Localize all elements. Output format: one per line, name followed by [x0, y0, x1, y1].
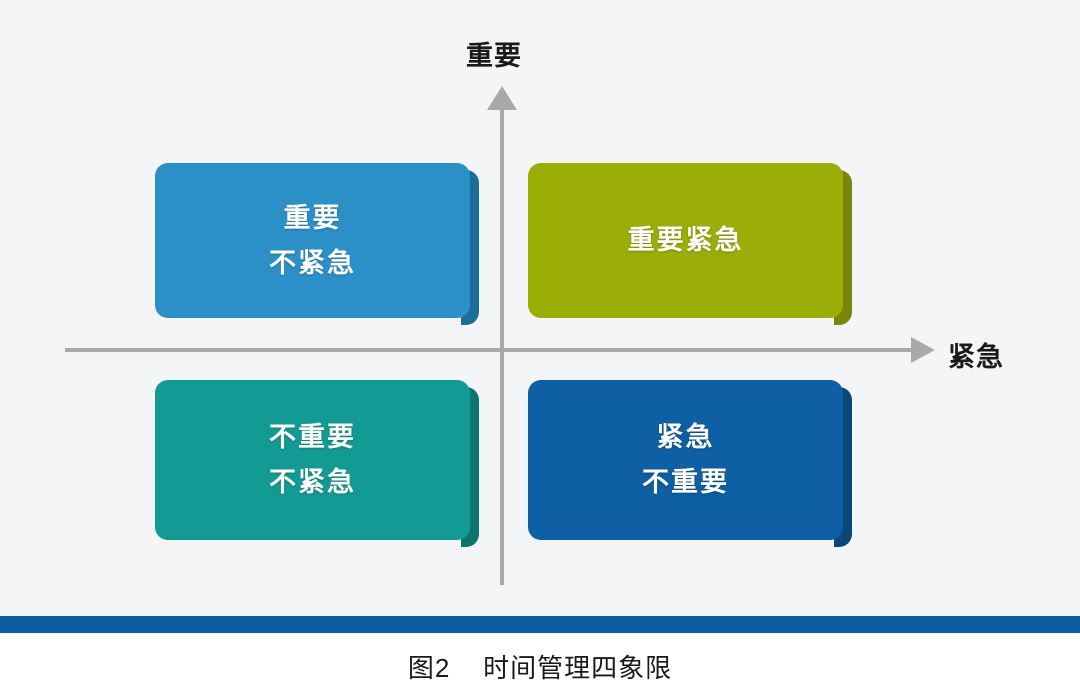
vertical-axis-line [500, 103, 504, 585]
quadrant-label-line-2: 不紧急 [269, 247, 356, 278]
diagram-canvas: 重要 紧急 重要 不紧急 重要紧急 不重要 不紧急 紧急 不重要 [65, 41, 1004, 585]
axis-label-horizontal: 紧急 [948, 342, 1004, 372]
quadrant-important-not-urgent[interactable]: 重要 不紧急 [155, 163, 479, 325]
quadrant-label-line-1: 重要 [283, 202, 342, 233]
quadrant-important-urgent[interactable]: 重要紧急 [528, 163, 852, 325]
quadrant-face: 重要 不紧急 [155, 163, 470, 318]
quadrant-face: 紧急 不重要 [528, 380, 843, 540]
figure-caption-area: 图2 时间管理四象限 [0, 633, 1080, 699]
quadrant-not-important-not-urgent[interactable]: 不重要 不紧急 [155, 380, 479, 547]
quadrant-label-line-1: 不重要 [269, 422, 356, 453]
quadrant-urgent-not-important[interactable]: 紧急 不重要 [528, 380, 852, 547]
figure-caption: 图2 时间管理四象限 [407, 652, 673, 683]
quadrant-label-line-1: 紧急 [656, 422, 715, 453]
axis-label-vertical: 重要 [466, 41, 522, 71]
quadrant-face: 重要紧急 [528, 163, 843, 318]
quadrant-label-line-2: 不重要 [642, 467, 729, 497]
quadrant-label-line-2: 不紧急 [269, 467, 356, 497]
axis-arrow-right-icon [911, 337, 935, 363]
quadrant-face: 不重要 不紧急 [155, 380, 470, 540]
axis-arrow-up-icon [487, 86, 517, 110]
quadrant-label-line-1: 重要紧急 [627, 225, 744, 256]
bottom-divider-rule [0, 616, 1080, 633]
horizontal-axis-line [65, 348, 915, 352]
